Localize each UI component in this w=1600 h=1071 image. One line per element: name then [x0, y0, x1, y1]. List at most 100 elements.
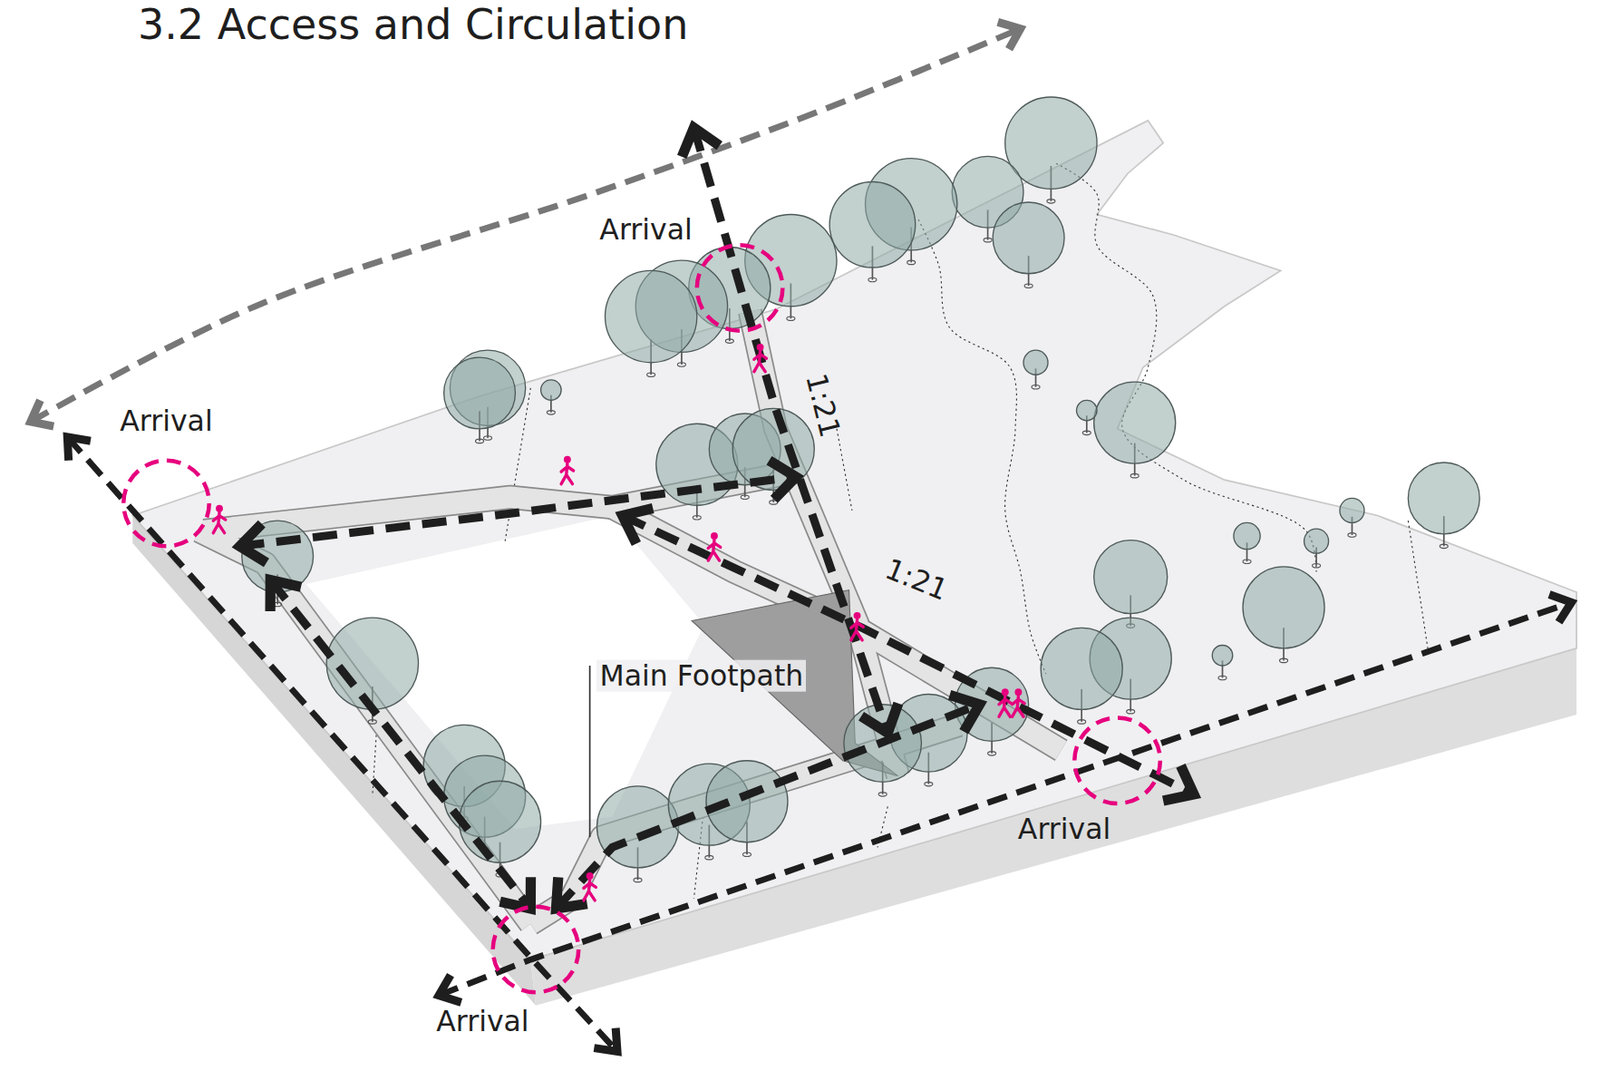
- tree-base: [705, 854, 714, 860]
- tree-canopy: [444, 357, 516, 429]
- pedestrian-body: [998, 696, 1012, 718]
- tree-base: [475, 438, 485, 444]
- circulation-arrow: [270, 579, 531, 908]
- tree-base: [1242, 559, 1251, 564]
- tree-canopy: [605, 270, 698, 362]
- pedestrian-head: [1001, 688, 1009, 696]
- pedestrian-icon: [561, 455, 574, 485]
- tree-canopy: [706, 760, 788, 843]
- pedestrian-icon: [754, 343, 767, 372]
- arrow-head: [998, 21, 1021, 49]
- arrival-marker: [1074, 717, 1161, 804]
- arrival-marker: [493, 906, 580, 993]
- pedestrian-head: [710, 532, 718, 540]
- circulation-arrow: [681, 127, 899, 734]
- tree-base: [1082, 430, 1091, 436]
- arrow-head: [950, 694, 980, 731]
- tree-base: [742, 852, 751, 857]
- tree-canopy: [829, 181, 916, 268]
- pedestrian-icon: [213, 504, 226, 534]
- tree-canopy: [326, 617, 418, 709]
- contour-line: [918, 219, 1047, 674]
- arrow-head: [593, 1027, 618, 1052]
- tree-canopy: [1233, 522, 1261, 549]
- tree-base: [368, 719, 377, 725]
- arrow-head: [768, 460, 796, 500]
- pedestrian-body: [1012, 696, 1026, 718]
- pedestrian-icon: [851, 611, 864, 640]
- tree-base: [786, 316, 796, 321]
- tree-base: [1218, 675, 1227, 680]
- tree-canopy: [1304, 528, 1329, 553]
- diagram-title: 3.2 Access and Circulation: [137, 1, 689, 49]
- tree-canopy: [1212, 645, 1233, 667]
- pedestrian-icon: [1012, 688, 1026, 717]
- tree-base: [983, 237, 992, 243]
- tree-base: [484, 436, 493, 441]
- tree-base: [1312, 562, 1321, 568]
- tree-base: [907, 260, 916, 265]
- tree-canopy: [1076, 399, 1098, 421]
- pedestrian-body: [561, 463, 574, 485]
- tree-base: [924, 781, 933, 786]
- tree-base: [647, 372, 656, 378]
- tree-canopy: [541, 379, 563, 401]
- pedestrian-head: [756, 343, 765, 351]
- arrow-head: [622, 507, 654, 544]
- tree-base: [546, 410, 555, 416]
- tree-base: [1126, 708, 1135, 714]
- tree-base: [878, 792, 887, 797]
- pedestrian-head: [215, 504, 224, 513]
- arrow-head: [1549, 593, 1571, 622]
- tree-canopy: [1094, 540, 1168, 614]
- circulation-line: [438, 601, 1571, 995]
- path-label: Main Footpath: [596, 659, 806, 692]
- pedestrian-head: [586, 872, 594, 880]
- pedestrian-icon: [707, 532, 721, 561]
- tree-base: [692, 515, 701, 521]
- arrow-head: [861, 703, 899, 734]
- circulation-line: [555, 704, 980, 909]
- arrow-head: [240, 523, 267, 563]
- pedestrian-body: [707, 540, 721, 562]
- tree-base: [1024, 283, 1033, 289]
- tree-canopy: [1407, 462, 1480, 534]
- pedestrian-head: [1014, 688, 1022, 696]
- pedestrian-body: [851, 619, 864, 640]
- circulation-line: [270, 579, 531, 908]
- circulation-line: [240, 476, 796, 547]
- tree-canopy: [459, 780, 542, 863]
- arrival-label: Arrival: [433, 1004, 532, 1037]
- arrow-head: [270, 579, 301, 611]
- tree-base: [868, 277, 877, 282]
- arrival-marker: [697, 244, 784, 331]
- tree-canopy: [1094, 381, 1176, 464]
- tree-base: [740, 494, 749, 500]
- tree-base: [1130, 473, 1139, 478]
- arrival-label: Arrival: [116, 404, 215, 437]
- arrow-head: [1163, 765, 1194, 801]
- tree-base: [1280, 658, 1289, 663]
- tree-canopy: [1023, 349, 1048, 375]
- circulation-arrow: [555, 694, 980, 908]
- tree-base: [725, 339, 734, 344]
- site-ground: [132, 120, 1577, 960]
- tree-base: [1047, 199, 1056, 204]
- tree-canopy: [1040, 627, 1123, 709]
- circulation-arrow: [30, 21, 1021, 427]
- tree-base: [1031, 384, 1040, 389]
- pedestrian-body: [583, 879, 597, 901]
- tree-canopy: [1242, 566, 1325, 649]
- tree-base: [1439, 543, 1448, 549]
- circulation-line: [622, 515, 1194, 795]
- arrow-head: [555, 876, 587, 909]
- tree-base: [1077, 719, 1087, 725]
- arrival-label: Arrival: [1015, 813, 1114, 845]
- footpath-edge: [198, 530, 531, 923]
- footpath: [198, 530, 531, 923]
- tree-base: [677, 362, 686, 368]
- circulation-line: [30, 29, 1021, 422]
- tree-base: [1347, 533, 1357, 538]
